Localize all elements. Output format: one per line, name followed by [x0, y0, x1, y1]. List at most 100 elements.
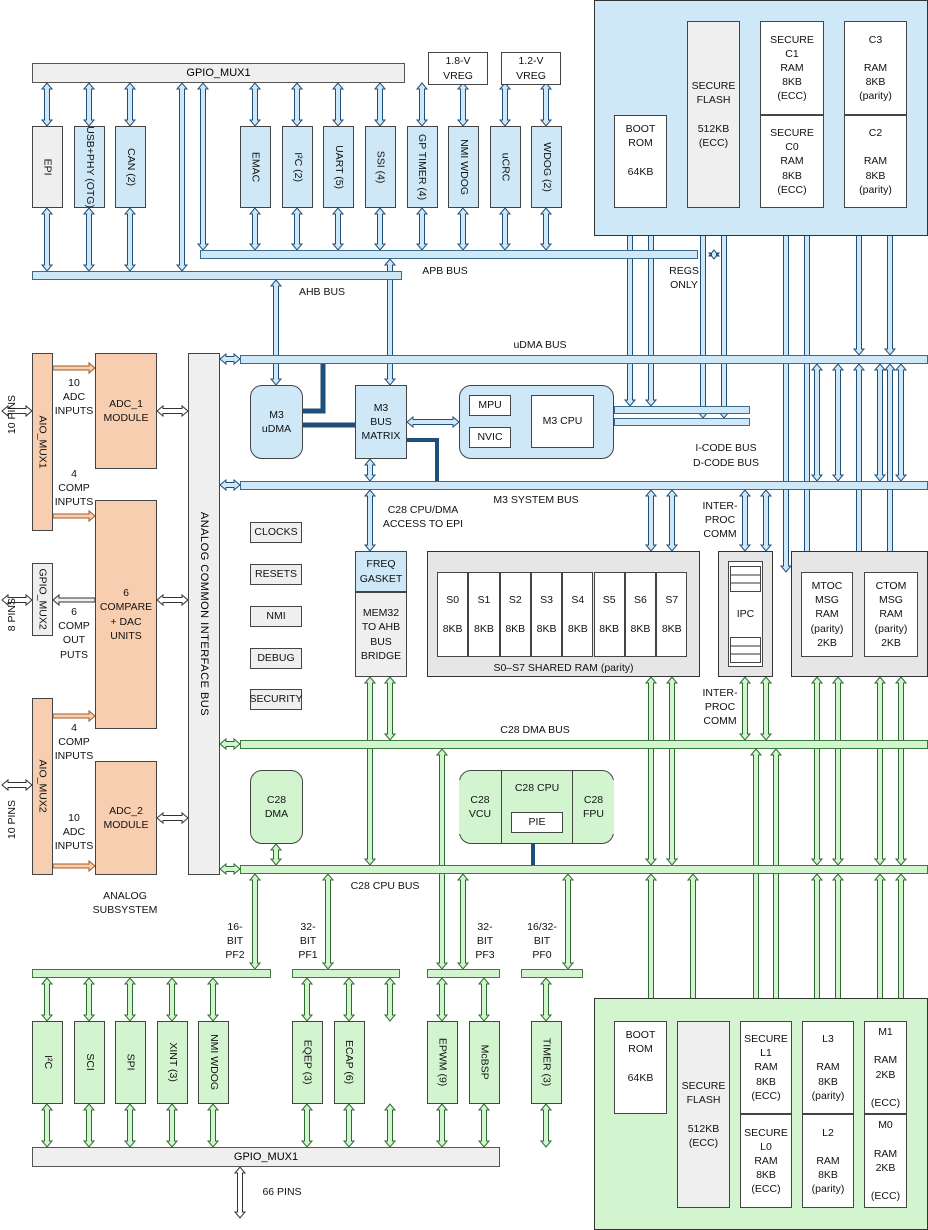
connector-arrow	[40, 977, 54, 1022]
connector-arrow	[196, 82, 210, 251]
connector-arrow-shape	[300, 977, 314, 1022]
mem32-bridge: MEM32 TO AHB BUS BRIDGE	[355, 592, 407, 677]
connector-arrow-shape	[477, 977, 491, 1022]
resets-label: RESETS	[254, 568, 297, 581]
can-label: CAN (2)	[124, 148, 137, 186]
connector-arrow	[769, 748, 783, 1022]
dcode-bus	[614, 418, 750, 426]
connector-arrow	[456, 207, 470, 251]
shared-ram-caption: S0–S7 SHARED RAM (parity)	[493, 662, 634, 674]
connector-arrow-shape	[749, 748, 763, 1022]
pins-10-bottom-label: 10 PINS	[5, 800, 18, 840]
comp-inputs-bottom-label: 4 COMP INPUTS	[54, 722, 94, 763]
connector-arrow-shape	[894, 363, 908, 482]
connector-arrow-shape	[383, 1103, 397, 1148]
connector-arrow-shape	[219, 737, 241, 751]
pie-label: PIE	[528, 816, 546, 829]
mtoc-label: MTOC MSG RAM (parity) 2KB	[810, 580, 844, 649]
connector-arrow	[165, 1103, 179, 1148]
connector-arrow	[477, 977, 491, 1022]
connector-arrow	[248, 873, 262, 970]
connector-arrow	[383, 1103, 397, 1148]
connector-arrow	[363, 676, 377, 866]
analog-input-arrow	[52, 361, 96, 375]
connector-arrow-shape	[156, 404, 189, 418]
connector-arrow	[894, 363, 908, 482]
connector-arrow-shape	[644, 207, 658, 407]
connector-arrow	[373, 82, 387, 127]
clocks-label: CLOCKS	[254, 526, 298, 539]
connector-arrow	[219, 478, 241, 492]
connector-arrow	[779, 207, 793, 573]
connector-arrow	[406, 415, 460, 429]
secure-l0-ram: SECURE L0 RAM 8KB (ECC)	[740, 1114, 792, 1208]
eqep-block: EQEP (3)	[292, 1021, 323, 1104]
connector-arrow	[363, 458, 377, 482]
mpu-label: MPU	[478, 399, 502, 412]
connector-arrow-shape	[156, 811, 189, 825]
secure-c0-ram-label: SECURE C0 RAM 8KB (ECC)	[770, 127, 814, 196]
can-block: CAN (2)	[115, 126, 146, 208]
connector-arrow-shape	[498, 82, 512, 127]
connector-arrow-shape	[539, 977, 553, 1022]
shared-ram-s4: S4 8KB	[562, 572, 594, 657]
pf2-label: 16- BIT PF2	[225, 921, 245, 962]
connector-arrow	[1, 778, 33, 792]
connector-arrow	[40, 207, 54, 272]
spi-block: SPI	[115, 1021, 146, 1104]
mpu-block: MPU	[469, 395, 511, 416]
nmi-label: NMI	[266, 610, 286, 623]
freq-gasket: FREQ GASKET	[355, 551, 407, 592]
connector-arrow-shape	[644, 676, 658, 866]
m3-boot-rom-label: BOOT ROM 64KB	[625, 123, 656, 178]
pf0-label: 16/32- BIT PF0	[527, 921, 557, 962]
c28-fpu-label: C28 FPU	[583, 793, 604, 820]
connector-arrow-shape	[800, 207, 814, 573]
connector-arrow-shape	[383, 977, 397, 1022]
connector-arrow	[435, 748, 449, 970]
adc2-label: ADC_2 MODULE	[103, 804, 149, 831]
spi-label: SPI	[124, 1054, 137, 1071]
i2c-bottom-label: I²C	[41, 1055, 54, 1070]
c28-secure-flash: SECURE FLASH 512KB (ECC)	[677, 1021, 730, 1208]
connector-arrow-shape	[248, 82, 262, 127]
i2c-top-label: I²C (2)	[291, 152, 304, 182]
connector-arrow-shape	[769, 748, 783, 1022]
connector-arrow	[539, 207, 553, 251]
icode-bus	[614, 406, 750, 414]
pf3-label: 32- BIT PF3	[475, 921, 495, 962]
connector-arrow-shape	[321, 873, 335, 970]
connector-arrow-shape	[810, 676, 824, 866]
connector-arrow	[707, 249, 721, 260]
c3-ram-label: C3 RAM 8KB (parity)	[859, 33, 892, 103]
connector-arrow	[331, 207, 345, 251]
connector-arrow-shape	[82, 977, 96, 1022]
analog-bus-label: ANALOG COMMON INTERFACE BUS	[198, 511, 210, 717]
connector-arrow	[539, 977, 553, 1022]
connector-arrow	[123, 977, 137, 1022]
connector-arrow	[123, 82, 137, 127]
connector-arrow	[831, 676, 845, 866]
connector-arrow-shape	[539, 1103, 553, 1148]
connector-arrow-shape	[1, 778, 33, 792]
c28-vcu-label: C28 VCU	[468, 793, 492, 820]
connector-arrow-shape	[498, 207, 512, 251]
shared-ram-s5: S5 8KB	[593, 572, 625, 657]
vreg-1v2: 1.2-V VREG	[501, 52, 561, 85]
c28-cpu-bus-label: C28 CPU BUS	[350, 880, 420, 892]
connector-arrow-shape	[219, 478, 241, 492]
adc2-module: ADC_2 MODULE	[95, 761, 157, 875]
connector-arrow	[165, 977, 179, 1022]
connector-arrow	[82, 1103, 96, 1148]
connector-arrow-shape	[831, 363, 845, 482]
c28-dma-bus-label: C28 DMA BUS	[500, 724, 570, 736]
emac-block: EMAC	[240, 126, 271, 208]
compare-dac-label: 6 COMPARE + DAC UNITS	[99, 587, 153, 642]
m3-system-bus-label: M3 SYSTEM BUS	[493, 494, 579, 506]
gp-timer-block: GP TIMER (4)	[407, 126, 438, 208]
debug-label: DEBUG	[257, 652, 295, 665]
c28-boot-rom-label: BOOT ROM 64KB	[625, 1029, 656, 1084]
connector-arrow	[644, 489, 658, 552]
m0-label: M0 RAM 2KB (ECC)	[870, 1119, 901, 1203]
c28-dma: C28 DMA	[250, 770, 303, 844]
